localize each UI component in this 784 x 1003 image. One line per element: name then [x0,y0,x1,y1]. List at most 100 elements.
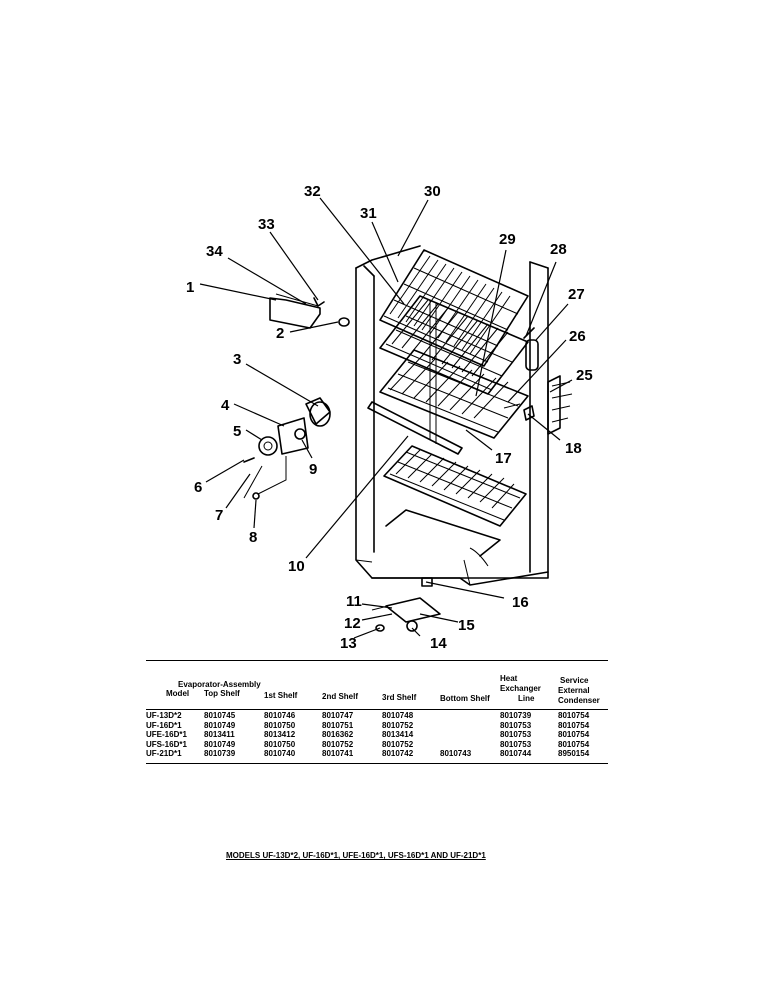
cell-first: 8010750 [264,720,296,730]
knob-part-5 [258,436,278,456]
door-shelf-part-1 [269,293,321,329]
callout-25: 25 [576,367,593,384]
callout-29: 29 [499,231,516,248]
cell-top: 8010745 [204,711,236,720]
part-28-tube [523,327,535,339]
cell-first: 8010740 [264,749,296,759]
drier-part-27 [525,339,539,371]
cell-service: 8010754 [558,720,590,730]
header-top-shelf: Top Shelf [204,689,240,698]
cell-second: 8016362 [322,730,354,740]
callout-14: 14 [430,635,447,652]
cell-top: 8010749 [204,739,236,749]
header-service-2: External [558,686,590,695]
screw-8 [252,456,287,500]
callout-2: 2 [276,325,284,342]
part-14 [406,620,418,632]
cell-model: UF-13D*2 [146,711,182,720]
part-9 [294,428,306,440]
table-row: UFE-16D*1 8013411 8013412 8016362 801341… [146,730,608,740]
cell-bottom: 8010743 [440,749,472,759]
header-heat-exchanger-3: Line [518,694,535,703]
cell-service: 8010754 [558,739,590,749]
bracket-part-4 [277,417,309,455]
callout-5: 5 [233,423,241,440]
cell-top: 8013411 [204,730,235,740]
callout-4: 4 [221,397,230,414]
callout-28: 28 [550,241,567,258]
cell-third: 8013414 [382,730,414,740]
header-service-1: Service [560,676,589,685]
thermostat-part-3 [305,397,331,427]
callout-15: 15 [458,617,475,634]
bottom-shelf-line [385,509,501,557]
callout-33: 33 [258,216,275,233]
callout-13: 13 [340,635,357,652]
cell-service: 8010754 [558,711,590,720]
callout-17: 17 [495,450,512,467]
evaporator-third-shelf [383,445,527,527]
hinge-bracket-11-15 [371,597,441,623]
table-row: UFS-16D*1 8010749 8010750 8010752 801075… [146,740,608,750]
header-service-3: Condenser [558,696,600,705]
cell-first: 8013412 [264,730,296,740]
screw-6 [243,457,255,463]
leader-lines [199,197,573,639]
models-caption: MODELS UF-13D*2, UF-16D*1, UFE-16D*1, UF… [226,851,486,860]
heat-exchanger-tube [367,300,463,455]
header-heat-exchanger-2: Exchanger [500,684,541,693]
parts-table-header: Evaporator-Assembly Model Top Shelf 1st … [146,661,608,710]
cell-first: 8010746 [264,711,296,720]
cell-top: 8010739 [204,749,236,759]
header-2nd-shelf: 2nd Shelf [322,692,359,701]
table-row: UF-16D*1 8010749 8010750 8010751 8010752… [146,721,608,731]
part-16 [421,577,433,587]
callout-18: 18 [565,440,582,457]
callout-8: 8 [249,529,257,546]
cell-third: 8010752 [382,720,414,730]
cell-third: 8010748 [382,711,414,720]
part-13 [375,624,385,632]
cell-model: UF-21D*1 [146,749,182,759]
callout-34: 34 [206,243,223,260]
callout-9: 9 [309,461,317,478]
evaporator-second-shelf [379,349,529,439]
callout-16: 16 [512,594,529,611]
callout-12: 12 [344,615,361,632]
header-model: Model [166,689,190,698]
cell-second: 8010741 [322,749,354,759]
cell-heat: 8010753 [500,730,532,740]
cell-model: UF-16D*1 [146,720,182,730]
cell-heat: 8010744 [500,749,532,759]
cell-heat: 8010739 [500,711,532,720]
cell-model: UFE-16D*1 [146,730,187,740]
callout-26: 26 [569,328,586,345]
screw-7 [243,465,263,499]
header-heat-exchanger-1: Heat [500,674,518,683]
callout-11: 11 [346,593,362,610]
parts-table: Evaporator-Assembly Model Top Shelf 1st … [146,660,608,764]
part-18 [523,405,535,421]
cell-heat: 8010753 [500,739,532,749]
part-26 [503,403,521,409]
callout-6: 6 [194,479,202,496]
header-3rd-shelf: 3rd Shelf [382,693,417,702]
header-1st-shelf: 1st Shelf [264,691,298,700]
cell-third: 8010742 [382,749,414,759]
cell-third: 8010752 [382,739,414,749]
part-33-clip [313,297,325,307]
header-evaporator-assembly: Evaporator-Assembly [178,680,261,689]
evaporator-first-shelf [379,295,529,395]
condenser-part-25 [547,375,573,435]
parts-table-body: UF-13D*2 8010745 8010746 8010747 8010748… [146,710,608,763]
cell-service: 8010754 [558,730,590,740]
table-row: UF-13D*2 8010745 8010746 8010747 8010748… [146,711,608,721]
cell-model: UFS-16D*1 [146,739,187,749]
cell-first: 8010750 [264,739,296,749]
cell-second: 8010751 [322,720,354,730]
table-row: UF-21D*1 8010739 8010740 8010741 8010742… [146,749,608,759]
callout-30: 30 [424,183,441,200]
cell-second: 8010747 [322,711,354,720]
cell-top: 8010749 [204,720,236,730]
callout-27: 27 [568,286,585,303]
